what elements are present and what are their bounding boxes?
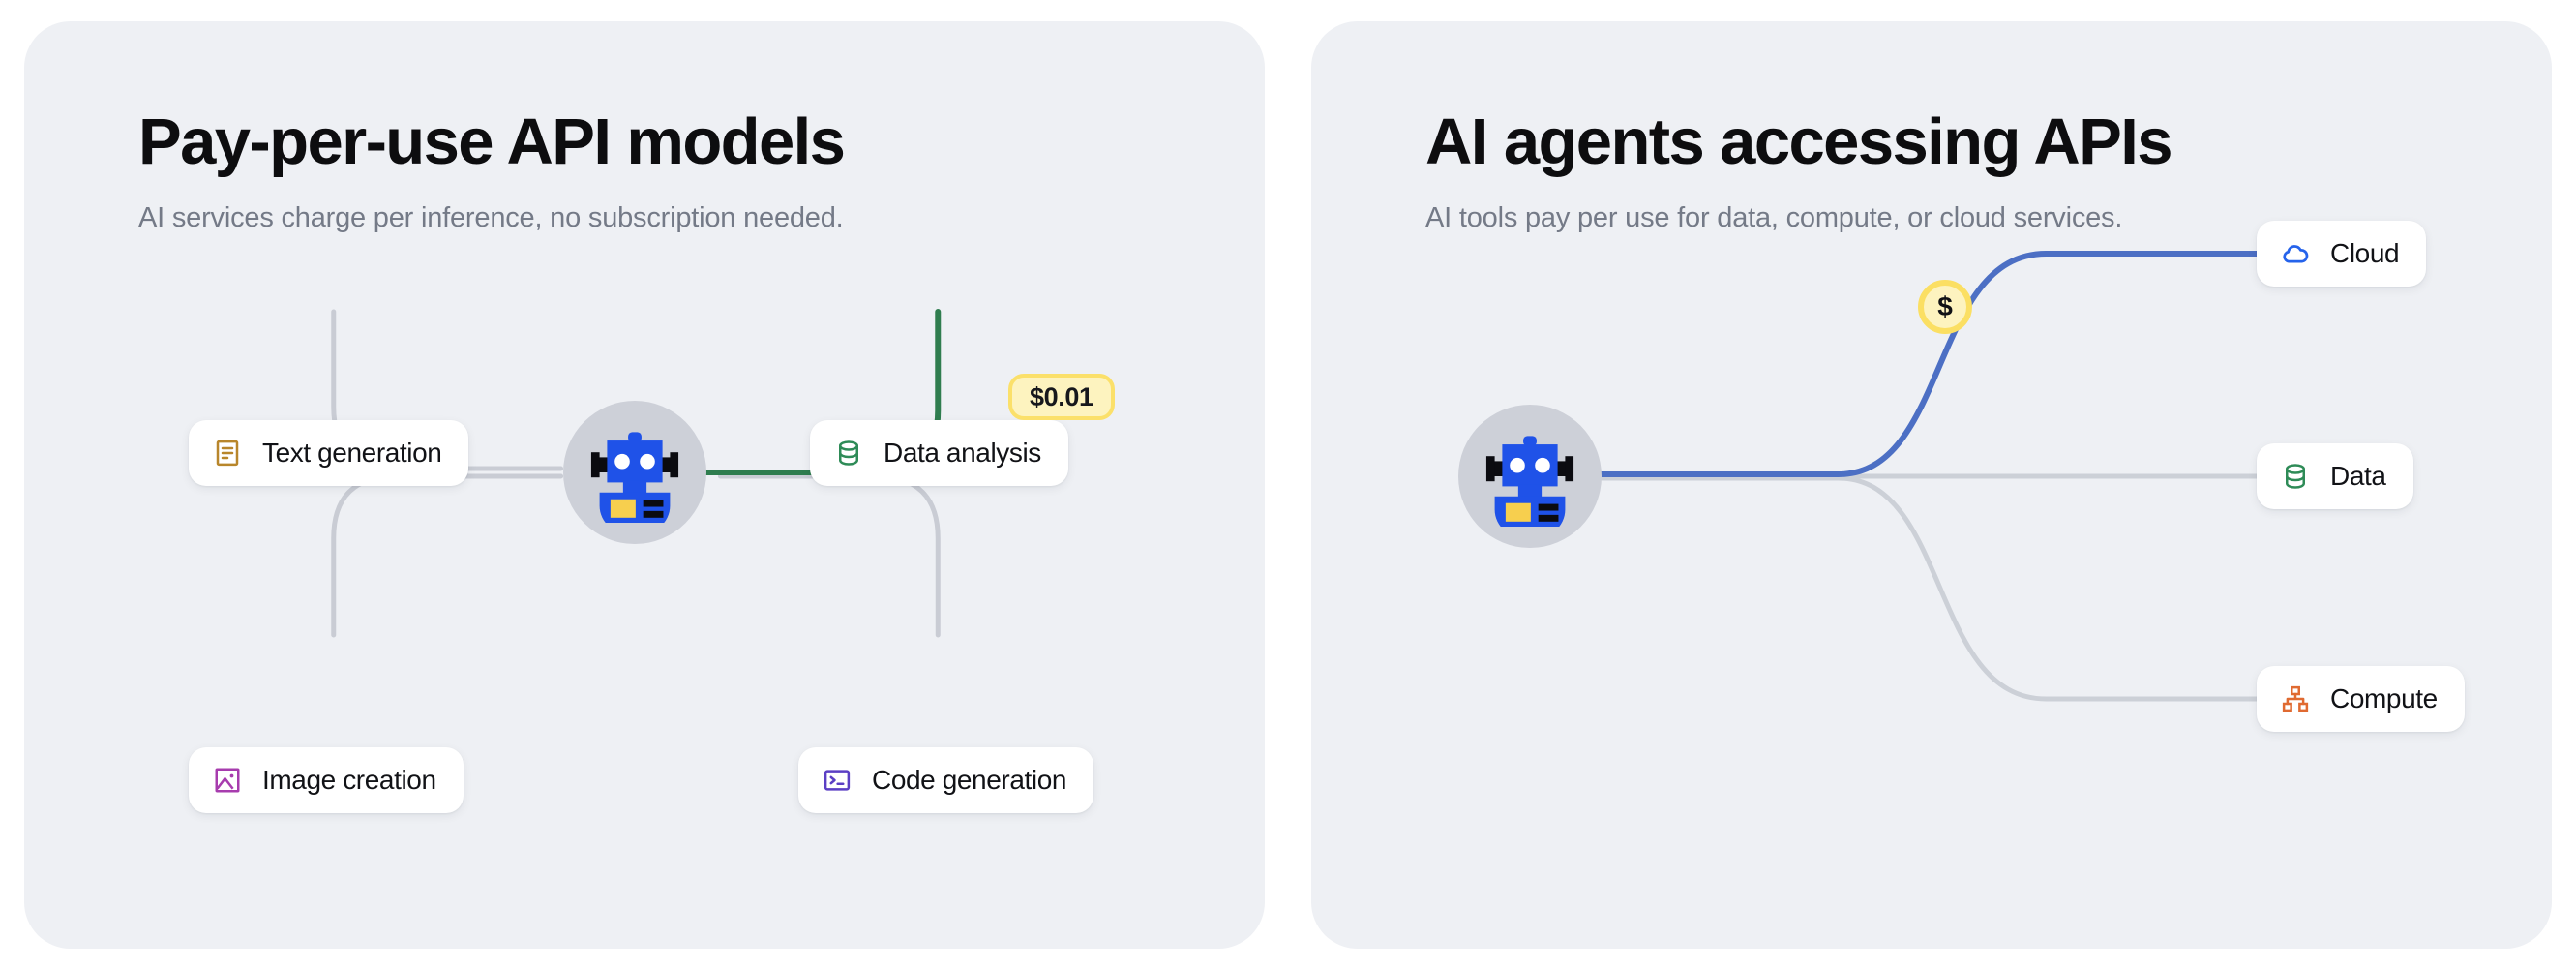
node-label: Data — [2330, 461, 2386, 491]
payment-coin-badge: $ — [1918, 280, 1972, 334]
page-title: AI agents accessing APIs — [1425, 106, 2173, 178]
panel-ai-agents-accessing-apis: AI agents accessing APIs AI tools pay pe… — [1311, 21, 2552, 949]
node-label: Compute — [2330, 683, 2438, 713]
robot-icon — [590, 432, 679, 523]
graph-canvas-right: $ Cloud — [1311, 21, 2552, 949]
node-image-creation[interactable]: Image creation — [189, 747, 464, 813]
ai-agent-robot-left[interactable] — [563, 401, 706, 544]
page-subtitle: AI services charge per inference, no sub… — [138, 202, 844, 234]
robot-icon — [1485, 436, 1574, 527]
node-cloud[interactable]: Cloud — [2257, 221, 2427, 287]
edge-agent-code-generation — [717, 473, 941, 638]
node-label: Code generation — [872, 765, 1067, 795]
document-text-icon — [212, 438, 243, 469]
node-compute[interactable]: Compute — [2257, 666, 2465, 732]
panel-header-left: Pay-per-use API models AI services charg… — [138, 106, 1203, 237]
cloud-icon — [2280, 238, 2311, 269]
node-data-analysis[interactable]: Data analysis — [810, 420, 1068, 486]
sitemap-icon — [2280, 683, 2311, 714]
coin-symbol: $ — [1937, 291, 1953, 321]
page-title: Pay-per-use API models — [138, 106, 846, 178]
page-subtitle: AI tools pay per use for data, compute, … — [1425, 202, 2123, 234]
node-label: Image creation — [262, 765, 436, 795]
status-badge-price: $0.01 — [1008, 374, 1115, 420]
node-label: Cloud — [2330, 238, 2400, 268]
database-icon — [2280, 461, 2311, 492]
node-code-generation[interactable]: Code generation — [798, 747, 1094, 813]
image-icon — [212, 765, 243, 796]
panel-header-right: AI agents accessing APIs AI tools pay pe… — [1425, 106, 2490, 237]
ai-agent-robot-right[interactable] — [1458, 405, 1602, 548]
terminal-icon — [822, 765, 853, 796]
node-data[interactable]: Data — [2257, 443, 2413, 509]
database-icon — [833, 438, 864, 469]
edge-agent-image-creation — [331, 473, 564, 638]
panel-pay-per-use-api-models: Pay-per-use API models AI services charg… — [24, 21, 1265, 949]
edge-agent-compute — [1599, 475, 2271, 702]
node-label: Text generation — [262, 438, 442, 468]
graph-canvas-left: $0.01 Text generation — [24, 21, 1265, 949]
node-text-generation[interactable]: Text generation — [189, 420, 469, 486]
node-label: Data analysis — [884, 438, 1041, 468]
